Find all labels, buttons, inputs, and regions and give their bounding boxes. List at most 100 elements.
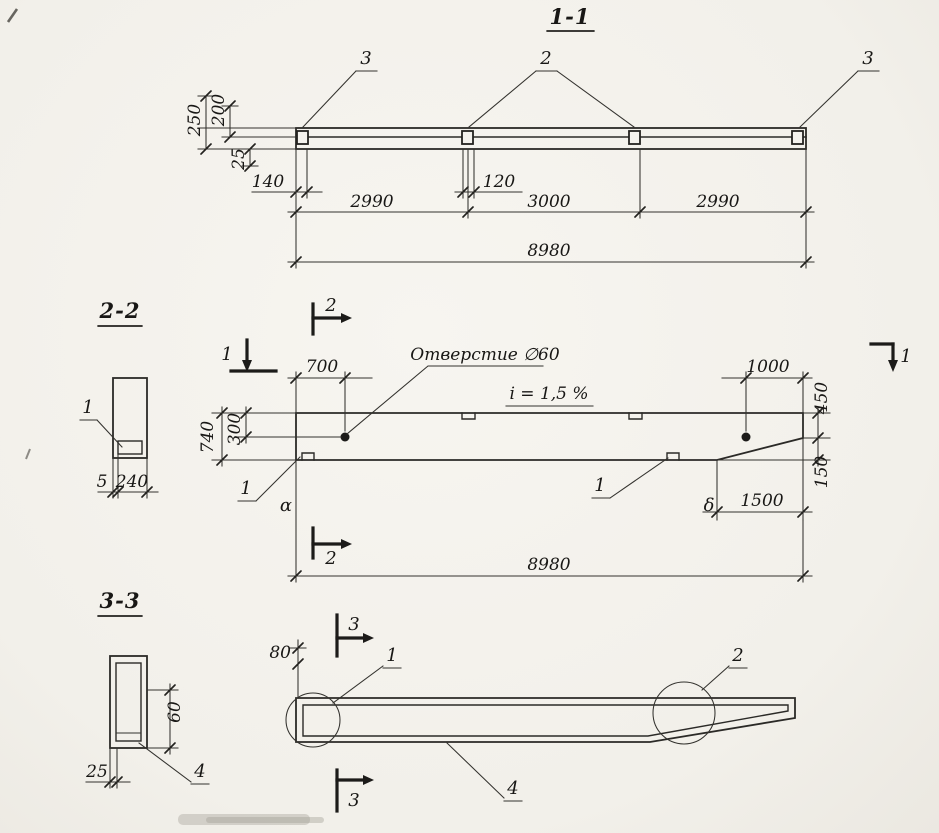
callout-4-side: 4 [506, 778, 518, 799]
dim-700: 700 [306, 357, 339, 377]
callout-2-side: 2 [731, 645, 743, 666]
slope-note: i = 1,5 % [509, 384, 588, 404]
dim-150: 150 [812, 456, 832, 489]
cut-mark-1-right-arrow [888, 360, 898, 372]
plate-offset-dimensions [251, 149, 523, 199]
view-side: 3 80 1 2 4 3 [269, 613, 796, 813]
callout-1-side: 1 [386, 645, 397, 666]
dim-300: 300 [225, 413, 245, 446]
callout-3-left: 3 [360, 48, 371, 69]
callout-3-right-leader [799, 70, 859, 128]
cut-label-2-bottom: 2 [324, 548, 336, 569]
dim-740-300-lines [211, 406, 342, 467]
dim-60: 60 [165, 701, 185, 723]
dim-200: 200 [209, 94, 229, 128]
beam-side-outline [295, 697, 796, 743]
dim-60-lines [146, 683, 179, 755]
dim-450-150-lines [716, 406, 831, 467]
dim-450: 450 [812, 382, 832, 416]
dim-240: 240 [115, 472, 149, 492]
hole-right [741, 432, 751, 442]
dim-span-2: 3000 [527, 192, 570, 212]
section-3-3-title: 3-3 [100, 588, 141, 613]
callout-4-section33-leader [138, 742, 192, 783]
callout-1-section22-leader [96, 419, 123, 448]
cut-label-1-right: 1 [900, 346, 911, 367]
dim-1500-lines [702, 437, 813, 521]
callout-1-plan-right-leader [609, 457, 669, 499]
plan-notch-top-1 [461, 412, 476, 420]
dim-740: 740 [198, 421, 218, 454]
total-dimension-line-plan [287, 459, 813, 583]
dim-total-plan: 8980 [527, 555, 570, 575]
corner-mark [6, 8, 19, 23]
callout-2-mid: 2 [539, 48, 551, 69]
cut-mark-2-bottom [311, 526, 352, 560]
section-2-2-dimensions [97, 454, 159, 499]
callout-2-side-leader [701, 665, 730, 691]
cut-mark-1-left [229, 338, 278, 373]
dim-250: 250 [185, 104, 205, 138]
callout-1-section22: 1 [82, 397, 93, 418]
view-section-1-1: 1-1 3 2 3 [185, 4, 880, 269]
section-2-2-title: 2-2 [99, 298, 141, 323]
hole-note-leader [346, 365, 544, 435]
view-plan: 2 1 1 Отверстие ∅60 i = 1,5 % [198, 295, 912, 583]
cut-mark-2-top [311, 302, 352, 336]
callout-1-plan-left: 1 [240, 478, 251, 499]
section-3-3-outline [109, 655, 148, 749]
callout-1-plan-left-leader [255, 456, 301, 502]
callout-1-side-leader [332, 665, 384, 704]
section-3-3-inner-channel [115, 662, 142, 742]
stray-mark [25, 448, 31, 460]
dim-span-3: 2990 [695, 192, 739, 212]
cut-mark-2-top-arrow [341, 313, 352, 323]
cut-label-2-top: 2 [324, 295, 336, 316]
dim-25: 25 [229, 148, 249, 171]
hole-note: Отверстие ∅60 [410, 345, 560, 365]
view-section-3-3: 3-3 60 25 4 [85, 588, 210, 789]
label-delta: δ [704, 495, 715, 516]
cut-label-3-bottom: 3 [348, 790, 359, 811]
callout-4-section33: 4 [193, 761, 205, 782]
embedded-plate-1 [296, 130, 309, 145]
plan-notch-bottom-left [301, 452, 315, 461]
smudge-dark [206, 817, 324, 823]
dim-140: 140 [252, 172, 285, 192]
callout-3-right: 3 [862, 48, 873, 69]
detail-circle-1 [285, 692, 341, 748]
cut-mark-2-bottom-arrow [341, 539, 352, 549]
cut-mark-3-bottom-arrow [363, 775, 374, 785]
left-height-dimensions [197, 90, 297, 172]
dim-80-lines [289, 639, 307, 699]
smudge [178, 814, 310, 825]
callout-4-side-leader [446, 742, 505, 799]
label-alpha: α [280, 495, 292, 516]
dim-5: 5 [97, 472, 108, 492]
cut-label-3-top: 3 [348, 614, 359, 635]
callout-3-left-leader [302, 70, 357, 128]
dim-25-lines [85, 747, 131, 789]
dim-700-lines [287, 371, 373, 432]
cut-mark-1-right [869, 342, 898, 372]
hole-left [340, 432, 350, 442]
view-section-2-2: 2-2 1 5 240 [79, 298, 159, 499]
embedded-plate-3 [628, 130, 641, 145]
total-dimension-line-top [287, 256, 815, 268]
callout-2-leader-a [468, 70, 537, 128]
dim-1000-lines [721, 371, 813, 432]
dim-1000: 1000 [746, 357, 789, 377]
section-1-1-title: 1-1 [550, 4, 591, 29]
plan-notch-bottom-right [666, 452, 680, 461]
dim-80: 80 [269, 643, 291, 663]
beam-elevation-outline [295, 127, 807, 150]
dim-total-top: 8980 [527, 241, 570, 261]
cut-mark-3-bottom [335, 768, 374, 813]
section-2-2-outline [112, 377, 148, 459]
cut-mark-3-top-arrow [363, 633, 374, 643]
section-2-2-inner-plate [117, 440, 143, 455]
cut-mark-3-top [335, 613, 374, 658]
beam-plan-outline [295, 412, 804, 461]
